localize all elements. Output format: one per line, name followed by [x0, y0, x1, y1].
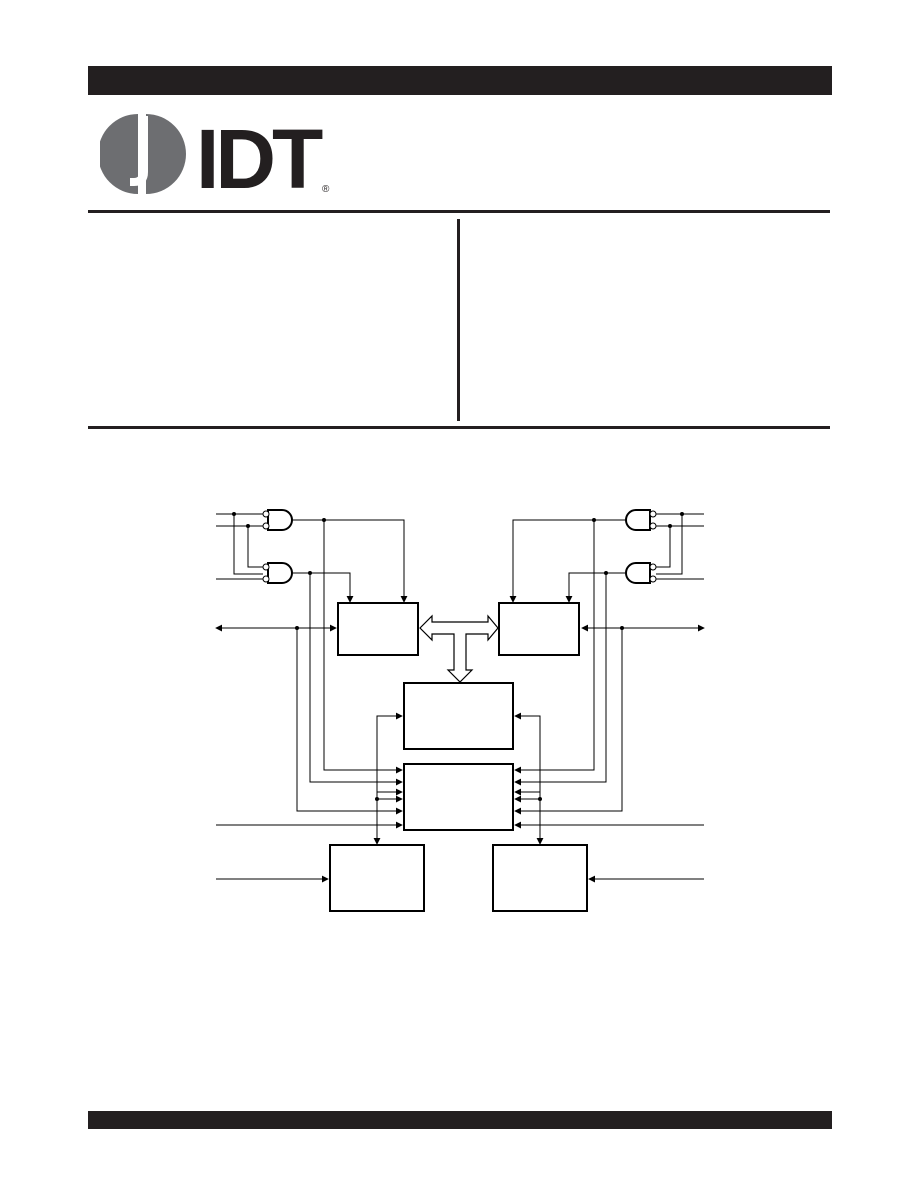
- left-gate-bottom-icon: [262, 562, 293, 584]
- right-gate-bottom-icon: [625, 562, 657, 584]
- section-rule: [88, 426, 830, 429]
- column-divider: [457, 219, 460, 421]
- right-address-decoder-block: [492, 844, 588, 912]
- functional-block-diagram: [215, 509, 705, 912]
- idt-logo: IDT ®: [100, 112, 330, 196]
- logo-j-icon: [130, 116, 148, 186]
- logo-text: IDT: [196, 112, 323, 196]
- right-io-control-block: [498, 602, 580, 656]
- logo-circle-right-icon: [146, 114, 186, 194]
- header-rule: [88, 210, 830, 213]
- memory-array-block: [403, 682, 514, 750]
- footer-bar: [88, 1111, 832, 1129]
- left-gate-top-icon: [262, 509, 293, 531]
- arbitration-logic-block: [403, 763, 514, 831]
- left-io-control-block: [337, 602, 419, 656]
- left-address-decoder-block: [329, 844, 425, 912]
- right-gate-top-icon: [625, 509, 657, 531]
- registered-mark: ®: [322, 184, 330, 195]
- header-bar: [88, 66, 832, 95]
- data-bus-arrow-icon: [419, 614, 499, 683]
- logo-circle-left-icon: [100, 114, 138, 194]
